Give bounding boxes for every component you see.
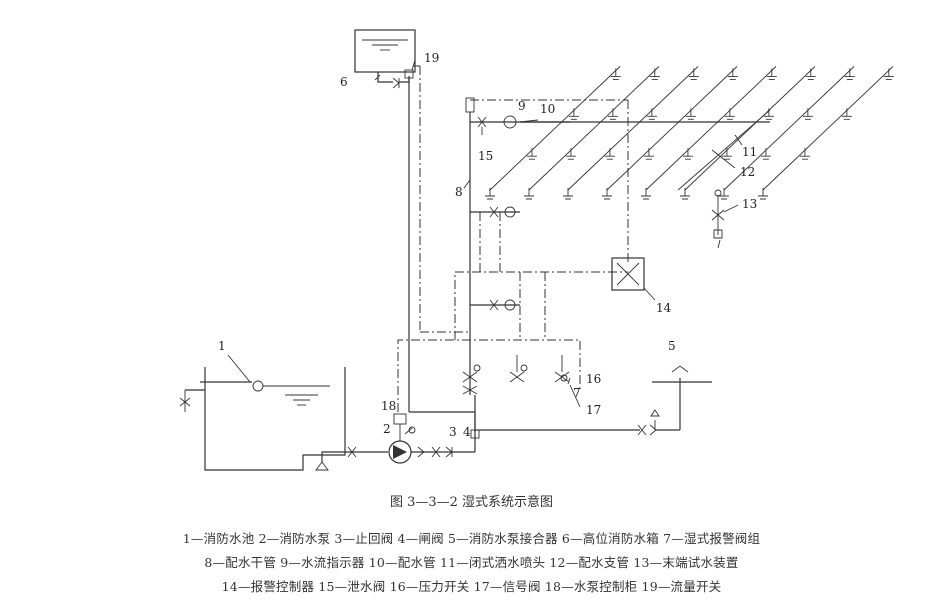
sprinkler-head-icon — [565, 155, 576, 160]
sprinkler-head-icon — [563, 195, 573, 200]
end-test-device — [711, 189, 725, 249]
sprinkler-head-icon — [526, 155, 537, 160]
legend-line-1: 1—消防水池 2—消防水泵 3—止回阀 4—闸阀 5—消防水泵接合器 6—高位消… — [182, 531, 761, 546]
main-riser — [465, 97, 475, 395]
sprinkler-head-icon — [727, 76, 738, 80]
leader-lines — [374, 59, 743, 435]
sprinkler-head-icon — [805, 76, 816, 80]
label-13: 13 — [742, 197, 757, 211]
branch-pipe — [567, 66, 699, 191]
branch-pipe — [528, 66, 660, 191]
label-3: 3 — [449, 425, 457, 439]
control-signal-lines — [397, 99, 629, 412]
branch-pipe — [606, 66, 738, 191]
label-4: 4 — [463, 425, 471, 439]
branch-pipe — [723, 66, 855, 191]
sprinkler-head-icon — [602, 195, 612, 200]
sprinkler-head-icon — [883, 76, 894, 80]
sprinkler-head-icon — [685, 115, 696, 120]
fire-pump — [388, 440, 412, 464]
sprinkler-head-icon — [802, 115, 813, 120]
label-12: 12 — [740, 165, 755, 179]
branch-pipe — [677, 109, 771, 191]
branch-pipe — [489, 66, 621, 191]
sprinkler-head-icon — [719, 195, 729, 200]
sprinkler-head-icon — [524, 195, 534, 200]
sprinkler-head-icon — [760, 155, 771, 160]
pump-control-cabinet — [393, 413, 416, 441]
alarm-valve-group — [462, 355, 570, 395]
sprinkler-head-icon — [844, 76, 855, 80]
sprinkler-head-icon — [604, 155, 615, 160]
sprinkler-head-icon — [763, 115, 774, 120]
sprinkler-head-icon — [485, 195, 495, 200]
branch-pipes — [485, 66, 894, 200]
figure-caption: 图 3—3—2 湿式系统示意图 — [389, 495, 554, 510]
pump-adapter-pipe — [475, 365, 712, 436]
floor-valve-set-low — [470, 299, 520, 311]
label-2: 2 — [383, 422, 391, 436]
sprinkler-head-icon — [607, 115, 618, 120]
label-11: 11 — [742, 145, 757, 159]
floor-valve-set-top — [470, 115, 570, 135]
sprinkler-head-icon — [643, 155, 654, 160]
sprinkler-head-icon — [758, 195, 768, 200]
label-15: 15 — [478, 149, 493, 163]
sprinkler-head-icon — [649, 76, 660, 80]
sprinkler-head-icon — [680, 195, 690, 200]
label-18: 18 — [381, 399, 396, 413]
label-1: 1 — [218, 339, 226, 353]
sprinkler-head-icon — [724, 115, 735, 120]
sprinkler-head-icon — [568, 115, 579, 120]
sprinkler-head-icon — [610, 76, 621, 80]
sprinkler-head-icon — [841, 115, 852, 120]
label-19: 19 — [424, 51, 439, 65]
sprinkler-head-icon — [682, 155, 693, 160]
branch-pipe — [684, 66, 816, 191]
sprinkler-head-icon — [721, 155, 732, 160]
label-16: 16 — [586, 372, 601, 386]
sprinkler-head-icon — [641, 195, 651, 200]
sprinkler-head-icon — [766, 76, 777, 80]
legend-line-3: 14—报警控制器 15—泄水阀 16—压力开关 17—信号阀 18—水泵控制柜 … — [221, 579, 722, 594]
legend-line-2: 8—配水干管 9—水流指示器 10—配水管 11—闭式洒水喷头 12—配水支管 … — [204, 555, 739, 570]
label-17: 17 — [586, 403, 601, 417]
label-8: 8 — [455, 185, 463, 199]
sprinkler-head-icon — [799, 155, 810, 160]
branch-pipe — [762, 66, 894, 191]
sprinkler-head-icon — [688, 76, 699, 80]
fire-water-pool — [179, 354, 346, 471]
label-7: 7 — [573, 386, 581, 400]
suction-pipe — [315, 446, 388, 471]
sprinkler-head-icon — [646, 115, 657, 120]
discharge-pipe — [409, 395, 480, 458]
label-5: 5 — [668, 339, 676, 353]
label-14: 14 — [656, 301, 672, 315]
branch-pipe — [645, 66, 777, 191]
label-10: 10 — [540, 102, 555, 116]
label-9: 9 — [518, 99, 526, 113]
label-6: 6 — [340, 75, 348, 89]
alarm-controller — [611, 257, 645, 291]
high-level-water-tank — [354, 29, 416, 89]
floor-valve-set-mid — [470, 206, 520, 218]
